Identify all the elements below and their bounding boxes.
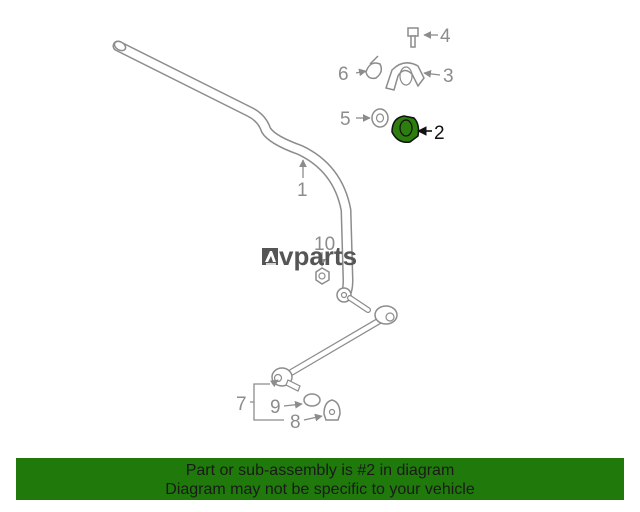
washer-part-9[interactable] xyxy=(303,393,321,407)
washer-part-5[interactable] xyxy=(371,108,389,128)
callout-4[interactable]: 4 xyxy=(440,26,451,47)
callout-3[interactable]: 3 xyxy=(443,66,454,87)
leader-lines xyxy=(250,31,441,422)
stabilizer-bar[interactable] xyxy=(112,40,354,303)
bracket-part-3[interactable] xyxy=(385,62,425,91)
callout-7[interactable]: 7 xyxy=(236,394,247,415)
bolt-part-4[interactable] xyxy=(407,27,419,48)
clip-part-6[interactable] xyxy=(365,55,383,80)
logo-text: vparts xyxy=(279,241,357,271)
callout-9[interactable]: 9 xyxy=(270,397,281,418)
vparts-logo: vparts xyxy=(262,241,357,271)
nut-part-10[interactable] xyxy=(315,267,330,285)
callout-8[interactable]: 8 xyxy=(290,412,301,433)
banner-line-2: Diagram may not be specific to your vehi… xyxy=(165,481,475,498)
callout-10[interactable]: 10 xyxy=(314,234,335,255)
nut-part-8[interactable] xyxy=(323,399,341,421)
callout-1[interactable]: 1 xyxy=(297,180,308,201)
info-banner: Part or sub-assembly is #2 in diagram Di… xyxy=(16,458,624,500)
bushing-part-2[interactable] xyxy=(391,115,420,144)
stabilizer-link[interactable] xyxy=(271,295,398,392)
banner-line-1: Part or sub-assembly is #2 in diagram xyxy=(185,462,455,479)
callout-2[interactable]: 2 xyxy=(434,123,445,144)
callout-5[interactable]: 5 xyxy=(340,109,351,130)
callout-6[interactable]: 6 xyxy=(338,64,349,85)
